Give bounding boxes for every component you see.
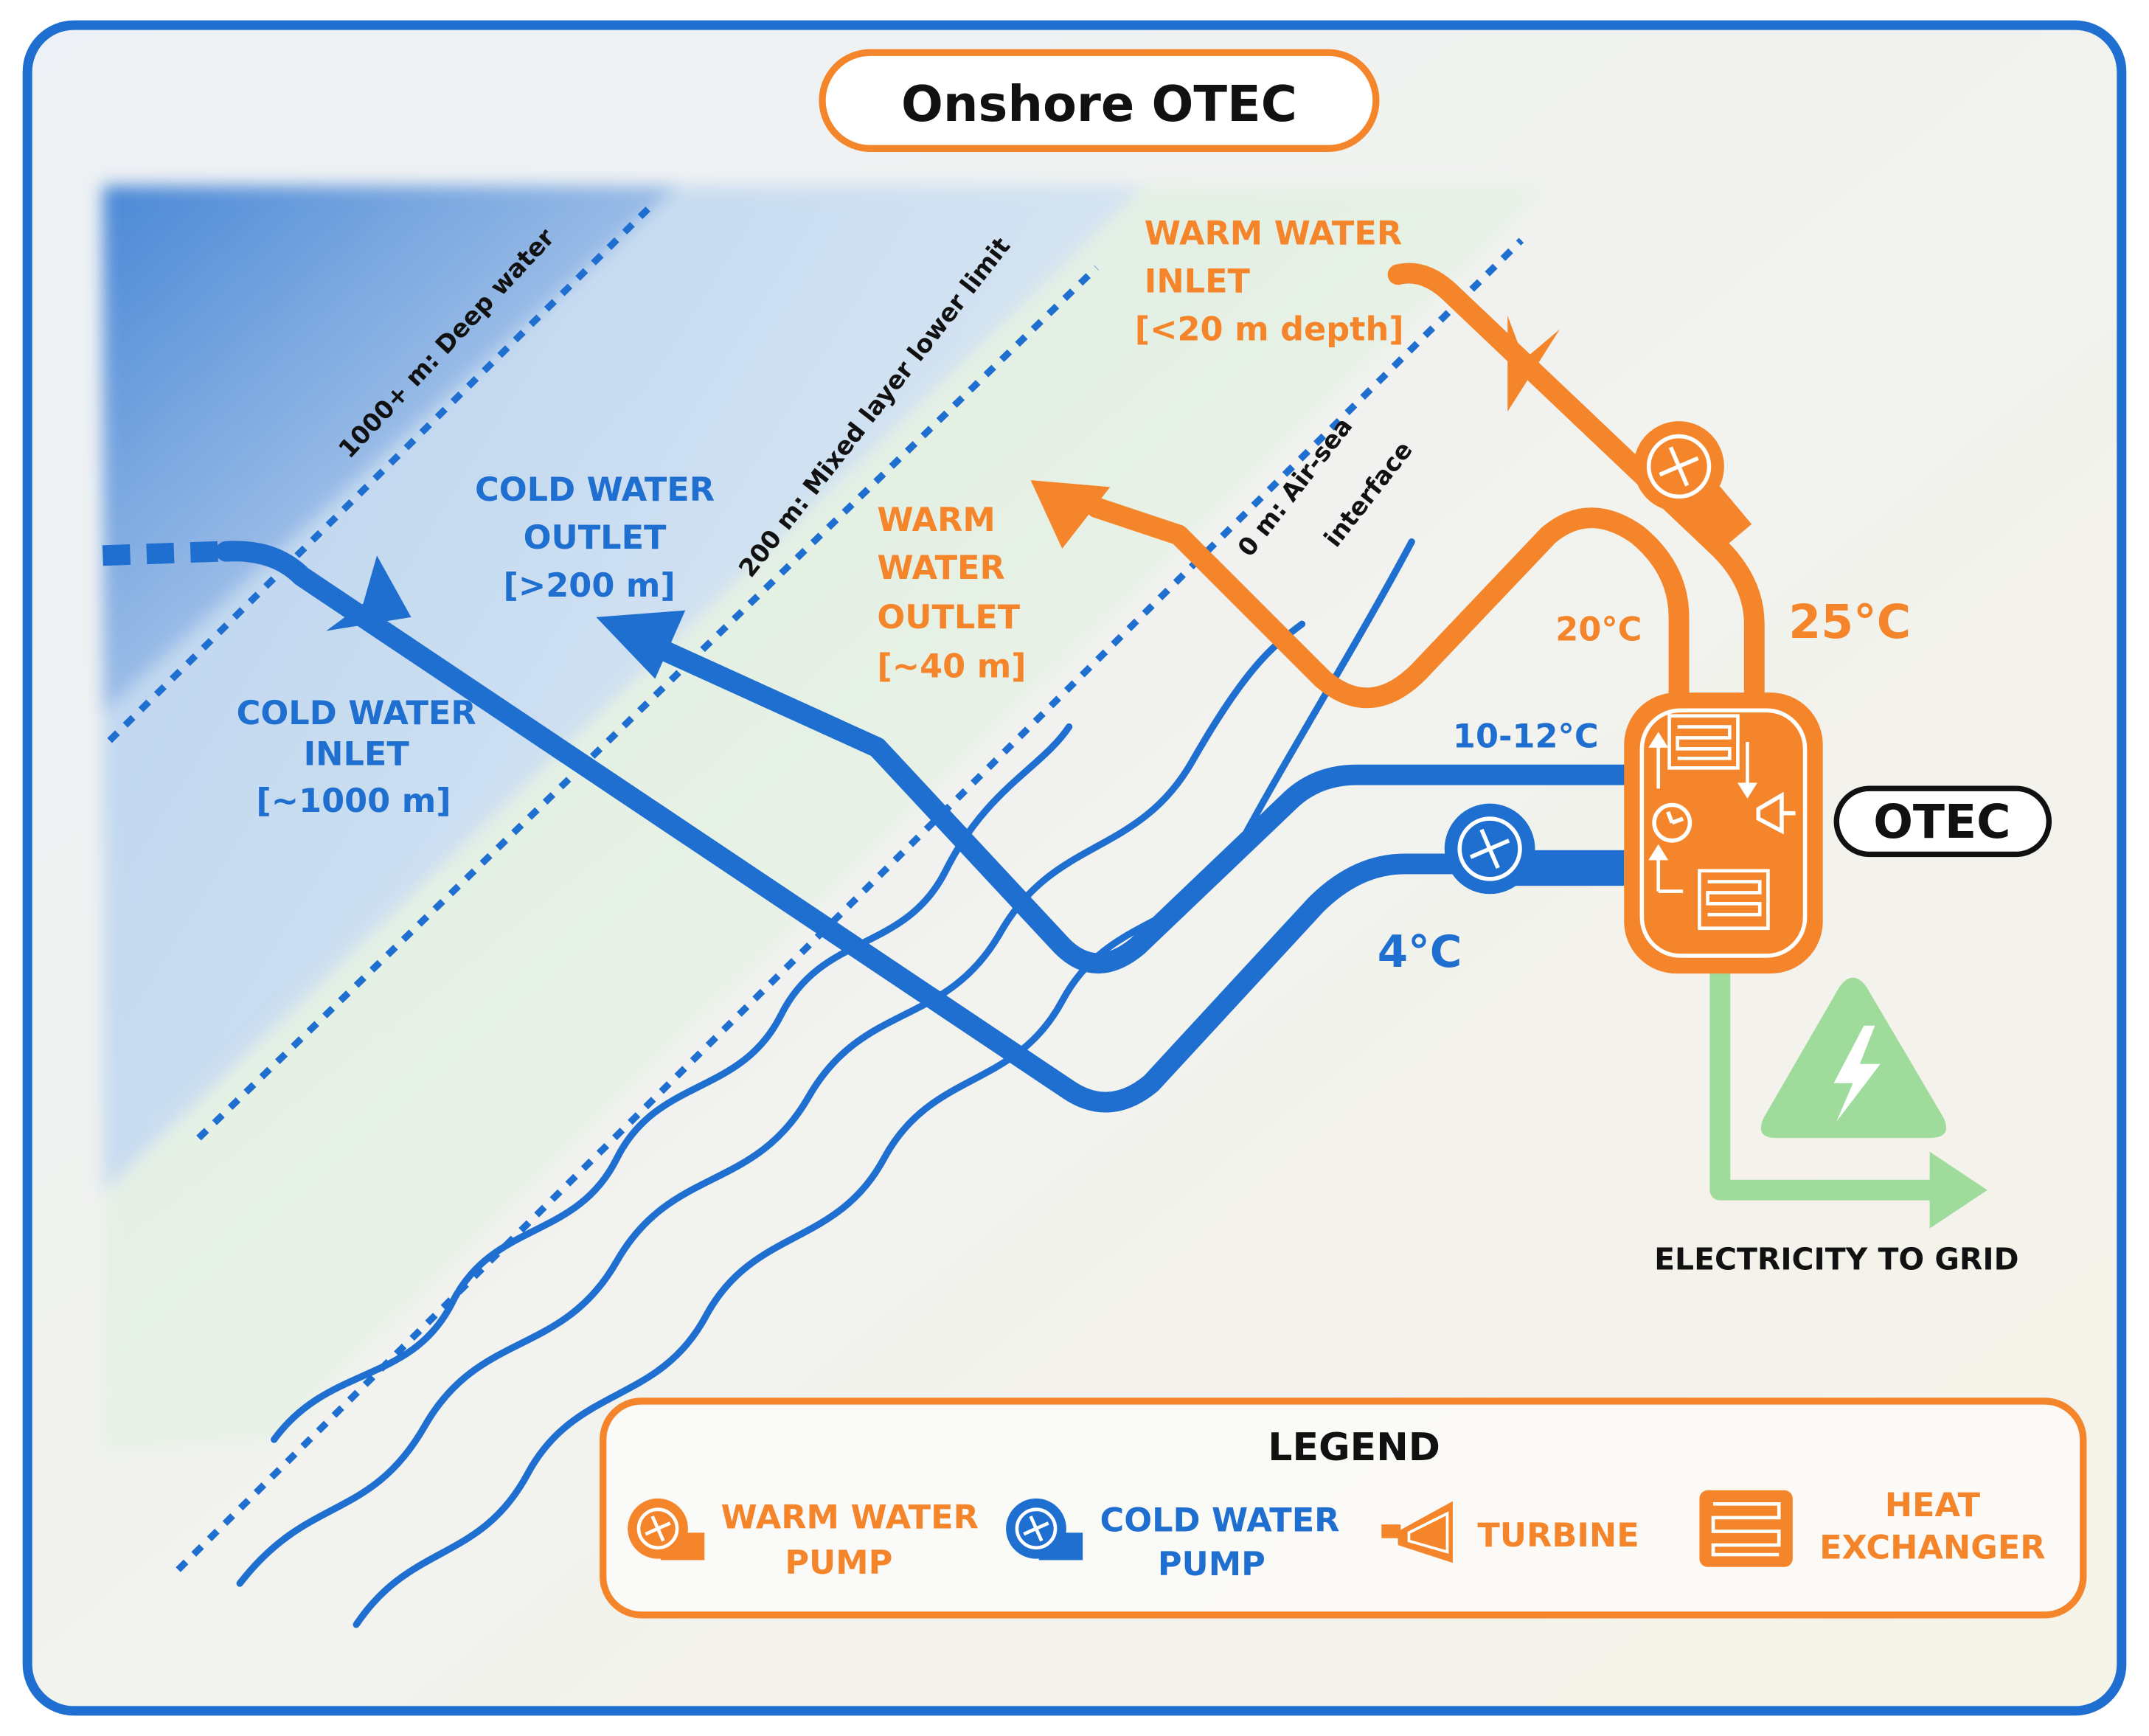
otec-plant: [1624, 692, 1823, 974]
svg-text:COLD WATER: COLD WATER: [475, 471, 715, 509]
deep-water-line: [107, 204, 654, 743]
legend-warm-pump-2: PUMP: [785, 1544, 892, 1582]
svg-text:[>200 m]: [>200 m]: [504, 566, 676, 605]
air-sea-line: [176, 237, 1524, 1572]
electricity-path: [1709, 959, 1940, 1201]
warm-water-pump-icon: [628, 1498, 705, 1560]
legend-hx-2: EXCHANGER: [1819, 1529, 2046, 1567]
legend-cold-pump-1: COLD WATER: [1100, 1501, 1339, 1539]
svg-text:[<20 m depth]: [<20 m depth]: [1135, 310, 1404, 349]
warm-water-outlet-pipe: [1086, 497, 1690, 710]
svg-text:INLET: INLET: [304, 735, 410, 774]
cold-inlet-arrow-icon: [326, 555, 412, 631]
svg-text:WARM: WARM: [877, 501, 995, 539]
temp-warm-out: 20°C: [1555, 611, 1642, 649]
legend-turbine: TURBINE: [1477, 1516, 1639, 1555]
electricity-label: ELECTRICITY TO GRID: [1654, 1242, 2018, 1277]
heat-exchanger-icon: [1667, 714, 1770, 931]
otec-label: OTEC: [1873, 794, 2010, 849]
cold-water-pump: [1444, 803, 1625, 895]
depth-lines: [107, 204, 1524, 1572]
cold-water-pump-icon: [1006, 1498, 1083, 1560]
lightning-icon: [1833, 1025, 1881, 1122]
warm-water-outlet-label: WARM WATER OUTLET [~40 m]: [877, 501, 1026, 686]
heat-exchanger-icon: [1699, 1490, 1793, 1567]
otec-label-pill: [1833, 785, 2052, 858]
legend-cold-pump-2: PUMP: [1158, 1545, 1266, 1583]
internal-pump-icon: [1652, 802, 1693, 843]
cold-water-inlet-label: COLD WATER INLET [~1000 m]: [237, 694, 476, 820]
cold-water-outlet-pipe: [640, 634, 1635, 974]
svg-text:[~40 m]: [~40 m]: [877, 647, 1026, 686]
legend-hx-1: HEAT: [1885, 1486, 1981, 1524]
page-title: Onshore OTEC: [901, 75, 1297, 133]
legend: LEGEND WARM WATER PUMP COLD WATER PUMP T…: [600, 1398, 2087, 1619]
internal-flow-arrows: [1648, 732, 1757, 893]
temp-cold-out: 10-12°C: [1453, 717, 1599, 755]
svg-text:[~1000 m]: [~1000 m]: [256, 782, 451, 820]
legend-warm-pump-1: WARM WATER: [721, 1499, 979, 1537]
warm-water-inlet-label: WARM WATER INLET [<20 m depth]: [1135, 214, 1404, 348]
warm-outlet-arrowhead-icon: [1030, 480, 1111, 549]
cold-water-outlet-label: COLD WATER OUTLET [>200 m]: [475, 471, 715, 605]
title-pill: [819, 49, 1380, 152]
cold-water-inlet-pipe: [102, 541, 1484, 1113]
cold-outlet-arrowhead-icon: [596, 610, 686, 679]
warm-inlet-arrow-icon: [1507, 316, 1560, 412]
svg-text:OUTLET: OUTLET: [524, 518, 667, 557]
turbine-icon: [1381, 1501, 1453, 1563]
temp-cold-in: 4°C: [1378, 927, 1462, 978]
svg-text:WARM WATER: WARM WATER: [1145, 214, 1402, 252]
svg-text:COLD WATER: COLD WATER: [237, 694, 476, 732]
temp-warm-in: 25°C: [1788, 594, 1911, 649]
turbine-icon: [1756, 791, 1796, 835]
svg-text:INLET: INLET: [1145, 262, 1251, 300]
electricity-arrowhead-icon: [1929, 1151, 1987, 1229]
svg-text:WATER: WATER: [877, 549, 1004, 587]
warm-water-pump: [1634, 421, 1752, 551]
ocean-depth-bands: [103, 185, 1549, 1454]
legend-title: LEGEND: [1268, 1426, 1440, 1470]
svg-text:OUTLET: OUTLET: [877, 598, 1020, 636]
